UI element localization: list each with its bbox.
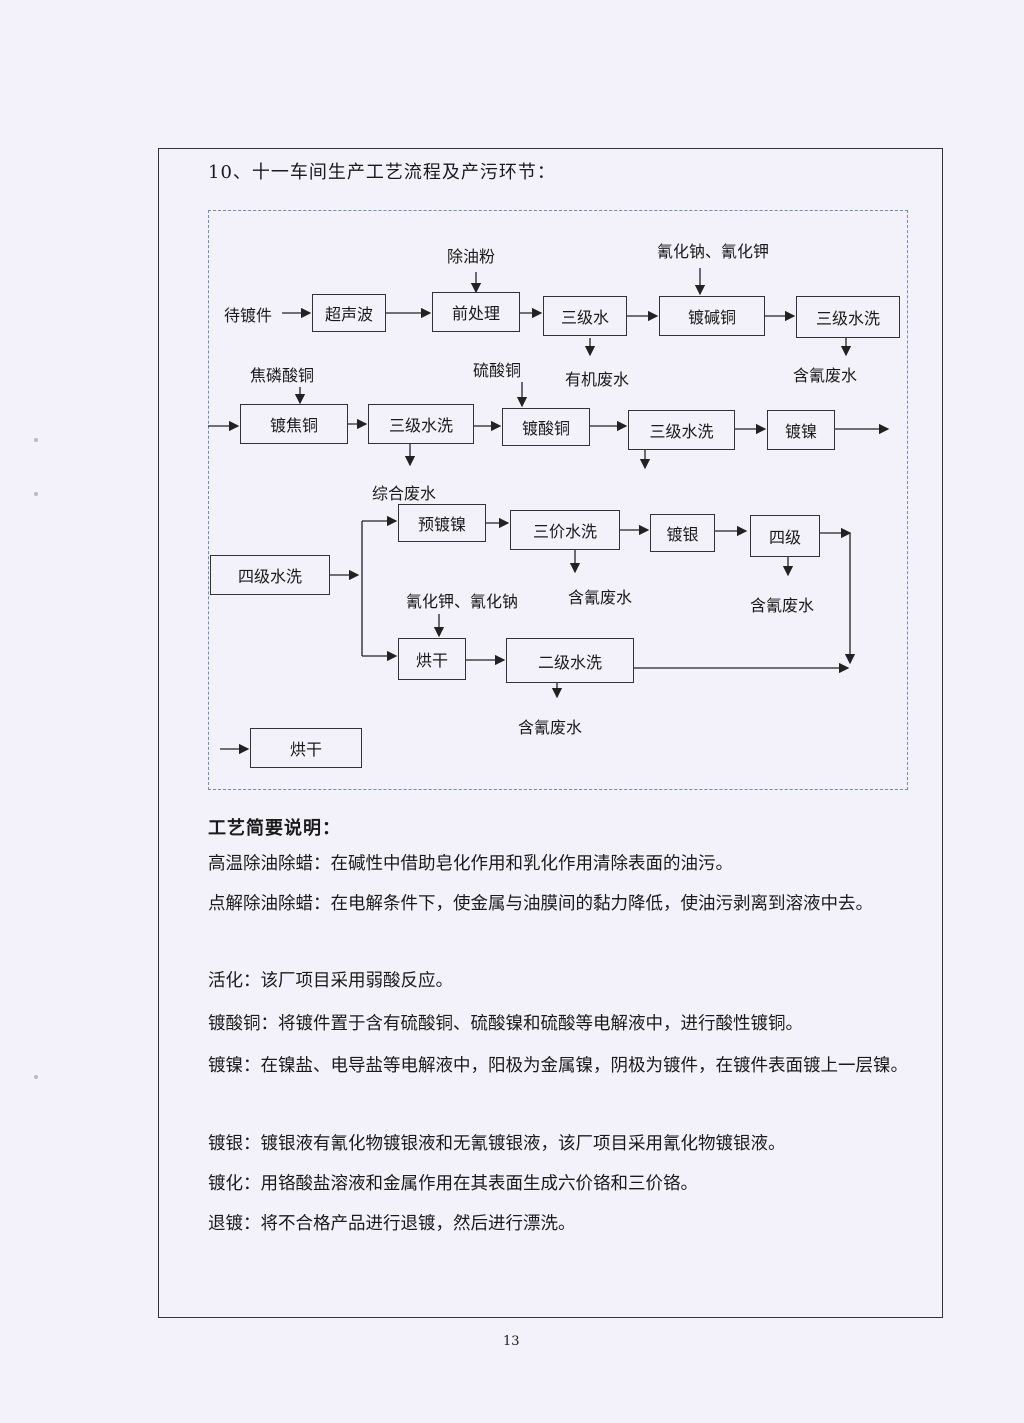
label-hanqingfeishui-1: 含氰废水: [793, 366, 858, 385]
node-chaoshengbo: 超声波: [312, 294, 386, 332]
page-number: 13: [503, 1334, 520, 1349]
explain-item: 镀银：镀银液有氰化物镀银液和无氰镀银液，该厂项目采用氰化物镀银液。: [208, 1134, 786, 1154]
node-sanjiashuixi: 三价水洗: [510, 510, 620, 550]
node-dujiantong: 镀碱铜: [659, 296, 765, 336]
label-zonghefeishui: 综合废水: [372, 484, 437, 503]
explain-item: 镀镍：在镍盐、电导盐等电解液中，阳极为金属镍，阴极为镀件，在镀件表面镀上一层镍。: [208, 1056, 908, 1076]
label-hanqingfeishui-2: 含氰废水: [568, 588, 633, 607]
node-sanjishui: 三级水: [543, 296, 627, 336]
flow-diagram-border: [208, 210, 908, 790]
label-hanqingfeishui-4: 含氰废水: [518, 718, 583, 737]
label-chuyoufen: 除油粉: [447, 247, 496, 266]
explain-item: 点解除油除蜡：在电解条件下，使金属与油膜间的黏力降低，使油污剥离到溶液中去。: [208, 894, 873, 914]
node-dusuantong: 镀酸铜: [502, 408, 590, 446]
node-siji: 四级: [750, 515, 820, 557]
node-dujiaotong: 镀焦铜: [240, 404, 348, 444]
label-hanqingfeishui-3: 含氰废水: [750, 596, 815, 615]
node-sanjishuixi-2: 三级水洗: [368, 404, 474, 444]
node-qianchuli: 前处理: [432, 292, 520, 332]
label-youjifeishui: 有机废水: [565, 370, 630, 389]
binder-hole-mark: [34, 438, 38, 442]
explain-item: 镀酸铜：将镀件置于含有硫酸铜、硫酸镍和硫酸等电解液中，进行酸性镀铜。: [208, 1014, 803, 1034]
input-label: 待镀件: [224, 306, 273, 325]
label-liusuantong: 硫酸铜: [473, 361, 522, 380]
node-yudunie: 预镀镍: [398, 504, 486, 542]
node-dunie: 镀镍: [767, 410, 835, 450]
node-duyin: 镀银: [650, 514, 715, 552]
node-sijishuixi: 四级水洗: [210, 555, 330, 595]
explain-item: 活化：该厂项目采用弱酸反应。: [208, 971, 453, 991]
explain-item: 镀化：用铬酸盐溶液和金属作用在其表面生成六价铬和三价铬。: [208, 1174, 698, 1194]
binder-hole-mark: [34, 1075, 38, 1079]
node-erjishuixi: 二级水洗: [506, 638, 634, 683]
section-heading: 10、十一车间生产工艺流程及产污环节：: [208, 162, 556, 183]
binder-hole-mark: [34, 492, 38, 496]
node-sanjishuixi-3: 三级水洗: [628, 410, 735, 450]
node-honggan-1: 烘干: [398, 638, 466, 680]
explain-title: 工艺简要说明：: [208, 818, 341, 839]
node-honggan-2: 烘干: [250, 728, 362, 768]
explain-item: 退镀：将不合格产品进行退镀，然后进行漂洗。: [208, 1214, 576, 1234]
page-frame: [158, 148, 943, 1318]
label-qinghuana-jia: 氰化钠、氰化钾: [657, 242, 770, 261]
explain-item: 高温除油除蜡：在碱性中借助皂化作用和乳化作用清除表面的油污。: [208, 854, 733, 874]
label-jiaolinsuantong: 焦磷酸铜: [250, 366, 315, 385]
label-qinghuajia-na: 氰化钾、氰化钠: [406, 592, 519, 611]
node-sanjishuixi-1: 三级水洗: [796, 296, 900, 338]
